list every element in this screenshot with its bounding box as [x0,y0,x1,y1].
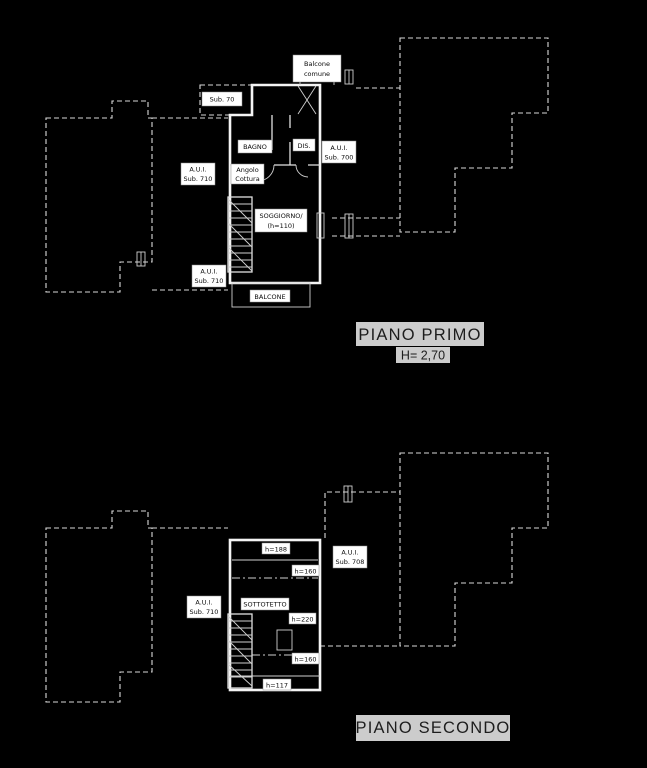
h220-label: h=220 [292,616,314,624]
common-balcony-label-box [292,54,342,83]
angolo-cottura-label-line1: Angolo [236,166,258,174]
stairs-treads [228,620,252,678]
door-cross-icon [297,85,317,115]
h117-label-box [262,678,292,691]
aui708-label-line2: Sub. 708 [336,558,365,566]
floor1-title: PIANO PRIMO [358,326,481,344]
h188-label-box [261,542,291,555]
window-icon [316,212,325,239]
floor2-title: PIANO SECONDO [356,719,511,737]
floor2-labels: h=188 A.U.I. Sub. 708 h=160 A.U.I. Sub. … [186,542,368,691]
floor2-adjacent-units-outline [45,452,549,703]
stairs-hatch [227,615,253,687]
aui700-label-line1: A.U.I. [330,144,347,152]
angolo-cottura-label-box [230,163,265,185]
floor2-door-window-symbols [343,485,353,503]
sottotetto-label: SOTTOTETTO [243,601,286,609]
soggiorno-label-line2: (h=110) [267,222,294,230]
h188-label: h=188 [265,546,287,554]
floor1-title-group: PIANO PRIMO H= 2,70 [356,322,484,363]
dis-label: DIS. [297,142,310,150]
stairs-outline [227,613,253,689]
floor1-right-neighbor-outline [399,37,549,233]
aui710-bottom-label-line2: Sub. 710 [195,277,224,285]
aui710-label-box [186,595,222,619]
dis-label-box [292,138,316,152]
floor2-stairs [227,613,253,689]
floor1-door-window-symbols [136,69,354,267]
angolo-cottura-label-line2: Cottura [235,175,259,183]
aui710-bottom-label-box [191,264,227,288]
living-door-arc-icon [295,164,309,178]
h220-label-box [288,612,317,625]
floor1-unit-structure [228,82,335,308]
balcone-label-box [249,289,291,303]
aui710-left-label-box [180,162,216,186]
h160-upper-label: h=160 [295,568,317,576]
floor1-plan: Balcone comune Sub. 70 BAGNO DIS. A.U.I.… [45,37,549,363]
floor1-labels: Balcone comune Sub. 70 BAGNO DIS. A.U.I.… [180,54,357,303]
sottotetto-label-box [240,597,290,611]
aui708-label-box [332,545,368,569]
bagno-label: BAGNO [243,143,267,151]
floor1-unit-outer-wall [228,83,322,285]
aui710-left-label-line2: Sub. 710 [184,175,213,183]
bagno-label-box [237,139,273,154]
h160-upper-label-box [291,564,320,577]
floor2-shaft-outline [276,629,293,651]
h160-lower-label-box [291,652,320,665]
common-balcony-label-line1: Balcone [304,60,330,68]
floor1-balcony-outline [231,282,311,308]
soggiorno-label-box [254,208,308,233]
floor2-left-neighbor-outline [45,510,153,703]
floor1-height-note: H= 2,70 [401,349,445,363]
balcone-label: BALCONE [254,293,285,301]
stairs-hatch [227,198,253,272]
floor2-right-neighbor-outline [399,452,549,647]
h117-label: h=117 [266,682,288,690]
floor2-title-group: PIANO SECONDO [356,715,511,741]
aui710-left-label-line1: A.U.I. [189,166,206,174]
aui710-label-line1: A.U.I. [195,599,212,607]
floor1-height-highlight [396,347,450,363]
common-balcony-label-line2: comune [304,70,330,78]
stairs-outline [227,196,253,273]
soggiorno-label-line1: SOGGIORNO/ [259,212,303,220]
floor1-title-highlight [356,322,484,346]
aui710-bottom-label-line1: A.U.I. [200,268,217,276]
sub70-label-box [201,91,243,107]
floor1-stairs [227,196,253,273]
sub70-label: Sub. 70 [210,96,235,104]
h160-lower-label: h=160 [295,656,317,664]
floor2-plan: h=188 A.U.I. Sub. 708 h=160 A.U.I. Sub. … [45,452,549,741]
aui708-label-line1: A.U.I. [341,549,358,557]
floor1-adjacent-units-outline [45,37,549,293]
aui700-label-box [321,140,357,164]
floor2-title-highlight [356,715,510,741]
aui700-label-line2: Sub. 700 [325,154,354,162]
floor2-boundary-dashed-lines [152,491,400,647]
floor1-common-balcony-connectors [299,82,335,85]
aui710-label-line2: Sub. 710 [190,608,219,616]
floor1-left-neighbor-outline [45,100,153,293]
floor1-boundary-dashed-lines [152,84,400,291]
